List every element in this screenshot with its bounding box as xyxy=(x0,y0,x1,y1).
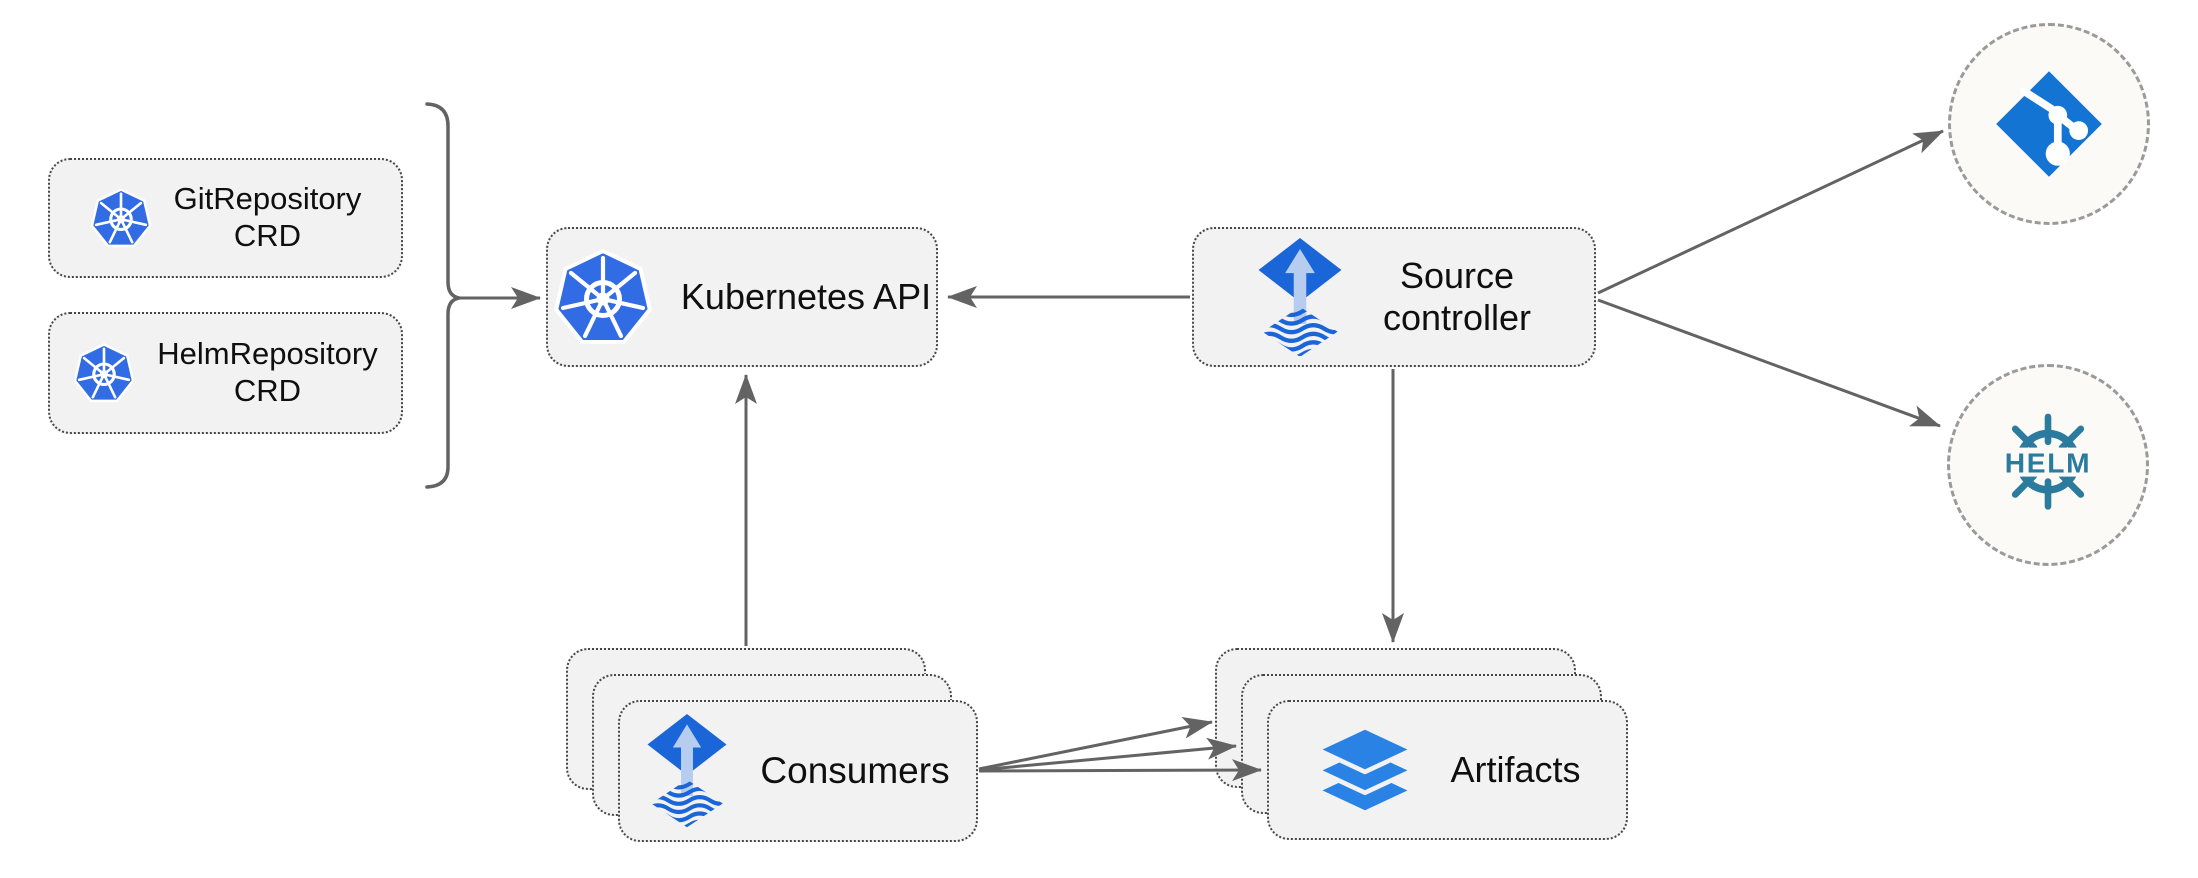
crd-group-bracket xyxy=(425,102,461,489)
node-label: HelmRepository CRD xyxy=(157,336,378,408)
helm-icon: HELM xyxy=(1991,413,2105,510)
node-consumers: Consumers xyxy=(618,700,978,842)
helm-logo-text: HELM xyxy=(2005,446,2091,478)
flux-icon xyxy=(647,714,727,828)
node-label: Consumers xyxy=(760,750,950,792)
node-source-controller: Source controller xyxy=(1192,227,1596,367)
edge-consumers-to-artifacts-2 xyxy=(978,737,1237,772)
node-artifacts-stack: Artifacts xyxy=(1215,648,1628,840)
kubernetes-icon xyxy=(73,343,135,403)
git-icon xyxy=(1996,71,2102,177)
node-artifacts: Artifacts xyxy=(1267,700,1628,840)
node-label: GitRepository CRD xyxy=(173,181,362,253)
node-label: Artifacts xyxy=(1450,748,1581,790)
node-label: Kubernetes API xyxy=(680,275,932,317)
node-helm-endpoint: HELM xyxy=(1947,364,2149,566)
node-consumers-stack: Consumers xyxy=(566,648,978,842)
edge-source-controller-to-git xyxy=(1597,129,1944,295)
flux-icon xyxy=(1258,237,1342,357)
node-label: Source controller xyxy=(1382,254,1532,338)
kubernetes-icon xyxy=(553,248,652,344)
node-kubernetes-api: Kubernetes API xyxy=(546,227,938,367)
node-git-repository-crd: GitRepository CRD xyxy=(48,158,403,278)
edge-consumers-to-artifacts-1 xyxy=(978,716,1213,771)
edge-source-controller-to-helm xyxy=(1597,298,1941,428)
node-helm-repository-crd: HelmRepository CRD xyxy=(48,312,403,434)
layers-icon xyxy=(1315,724,1416,816)
node-git-endpoint xyxy=(1948,23,2150,225)
kubernetes-icon xyxy=(90,188,151,248)
